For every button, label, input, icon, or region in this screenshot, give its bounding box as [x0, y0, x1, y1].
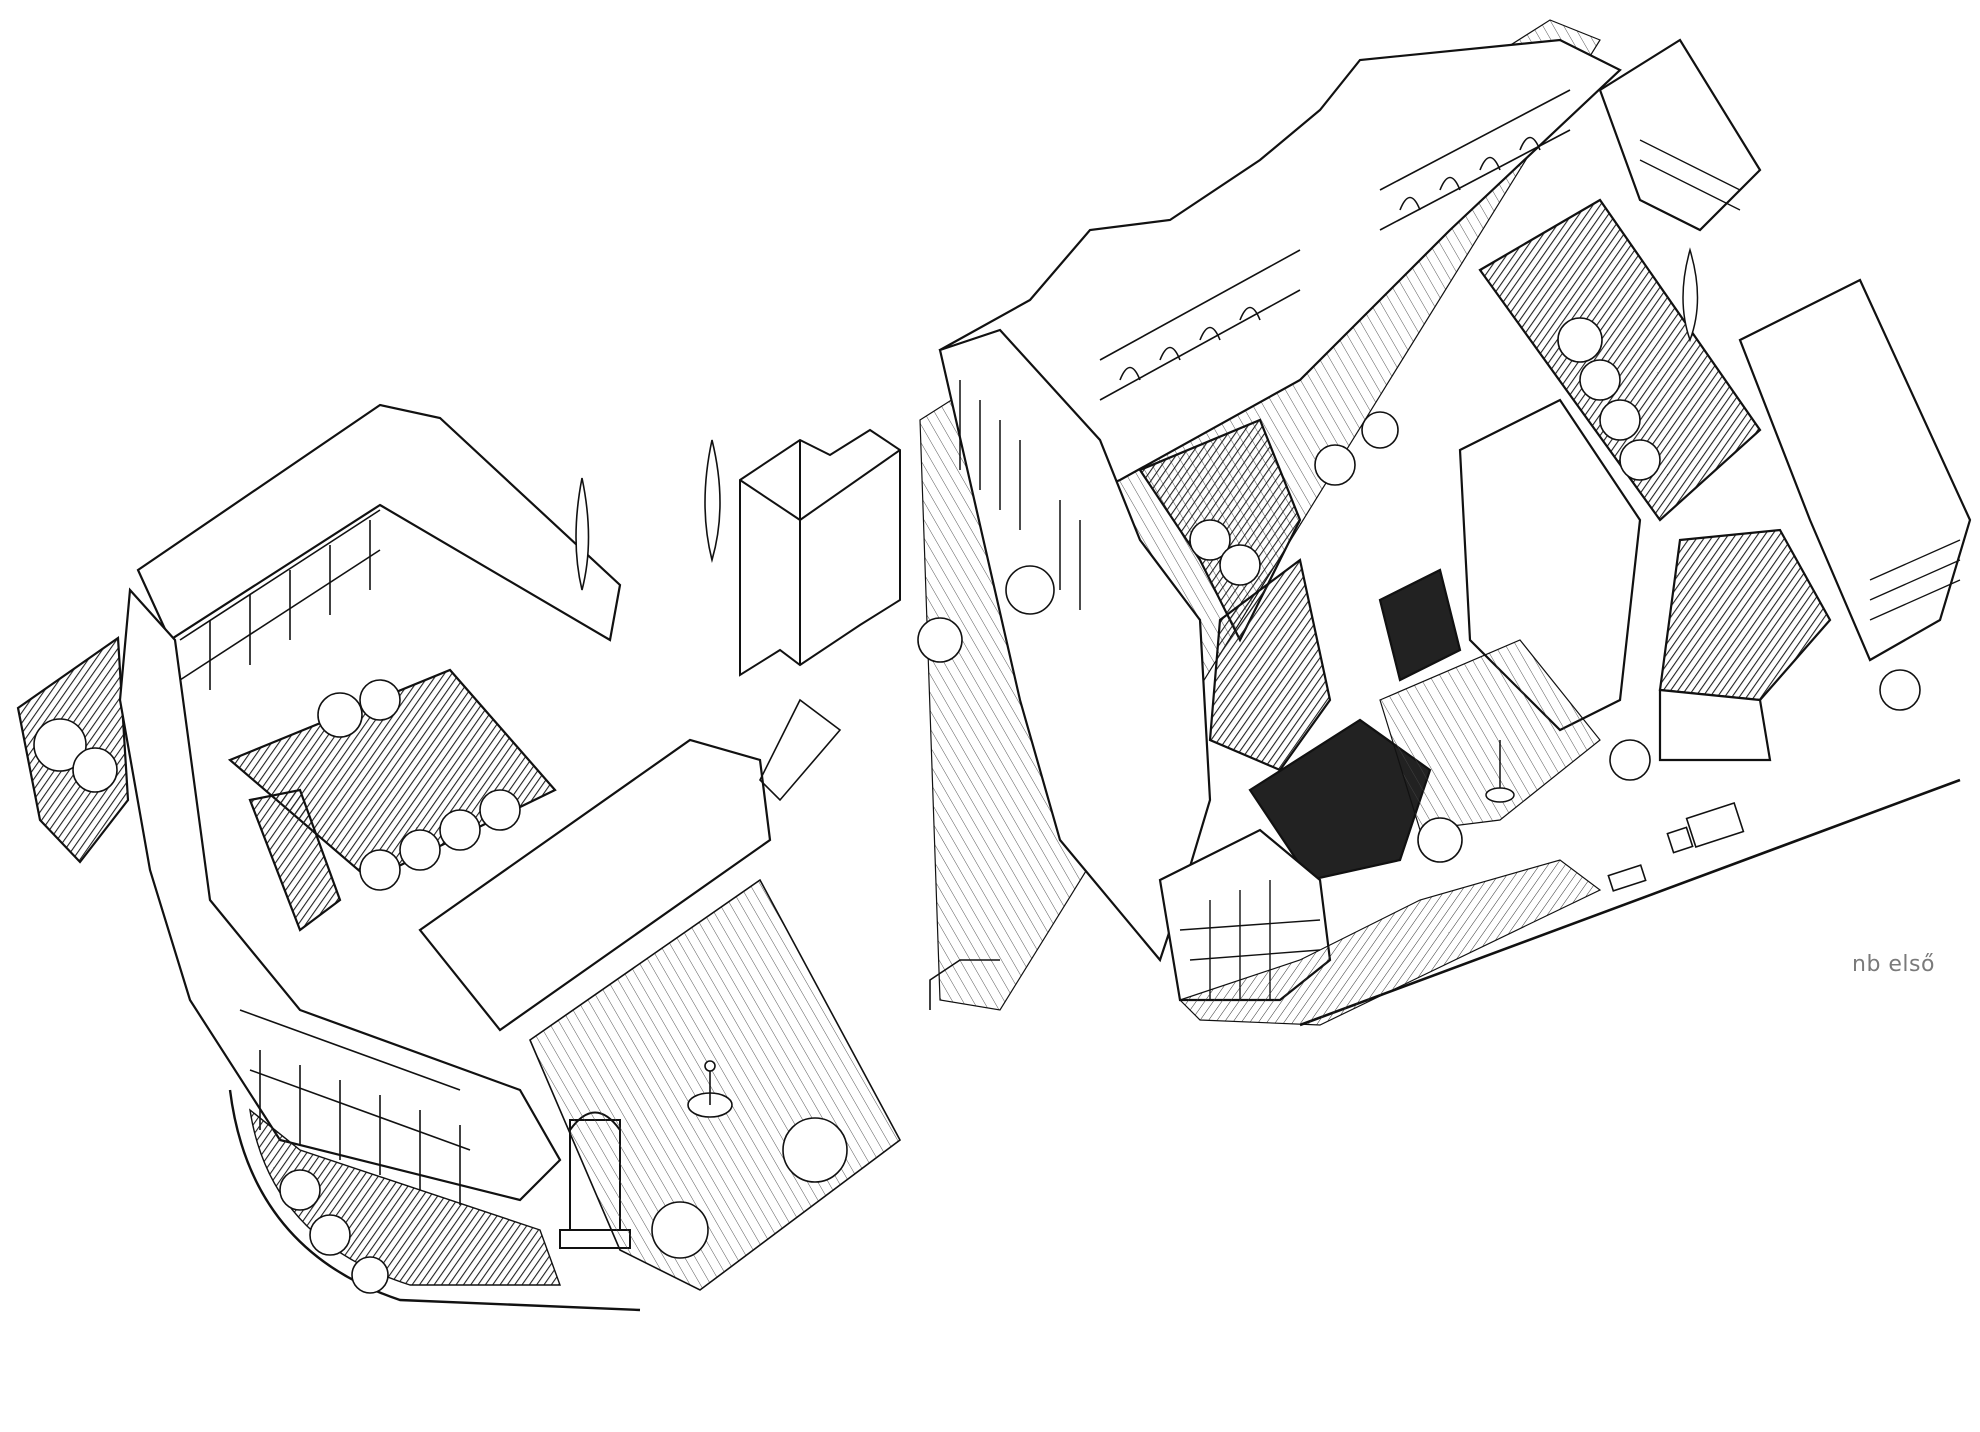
west-wing-roof	[118, 587, 562, 1202]
south-street-edge	[1299, 778, 1961, 1027]
east-dark-roof-building	[1658, 528, 1832, 702]
north-wing-roof	[136, 403, 622, 642]
square-fountain	[687, 1060, 733, 1118]
avenue-west-row-roof	[938, 328, 1212, 963]
north-terrace-roof	[938, 38, 1622, 522]
north-wing-facade	[179, 509, 381, 690]
west-trees	[33, 679, 848, 1294]
plaza-monument	[1485, 740, 1515, 803]
lower-left-steps	[929, 959, 1000, 1010]
delivery-truck	[1666, 802, 1745, 854]
east-block	[917, 19, 1972, 1027]
west-poplar	[575, 477, 590, 591]
east-wing-roof	[418, 738, 772, 1032]
central-building	[704, 428, 901, 802]
west-block	[16, 403, 902, 1312]
west-square-paving	[529, 878, 902, 1291]
south-pavement	[1178, 859, 1602, 1026]
avenue-west-row-facade	[959, 380, 1081, 610]
parked-car	[1607, 864, 1647, 892]
west-wing-facade	[239, 1009, 471, 1205]
modern-block-south	[1738, 278, 1972, 662]
modern-block-north	[1598, 38, 1762, 232]
connecting-lane	[759, 698, 842, 802]
east-dark-roof-facade	[1658, 688, 1772, 762]
central-poplar	[704, 439, 721, 564]
east-courtyard-3	[1478, 198, 1762, 522]
caption-fragment: nb első	[1852, 952, 1935, 977]
north-terrace-facades	[1099, 89, 1571, 401]
east-plaza	[1379, 639, 1601, 831]
east-trees	[917, 317, 1921, 863]
east-poplar	[1682, 247, 1699, 343]
east-courtyard-2	[1208, 558, 1332, 772]
west-courtyard-lane	[248, 788, 342, 932]
mid-east-dark-roof	[1378, 568, 1462, 682]
